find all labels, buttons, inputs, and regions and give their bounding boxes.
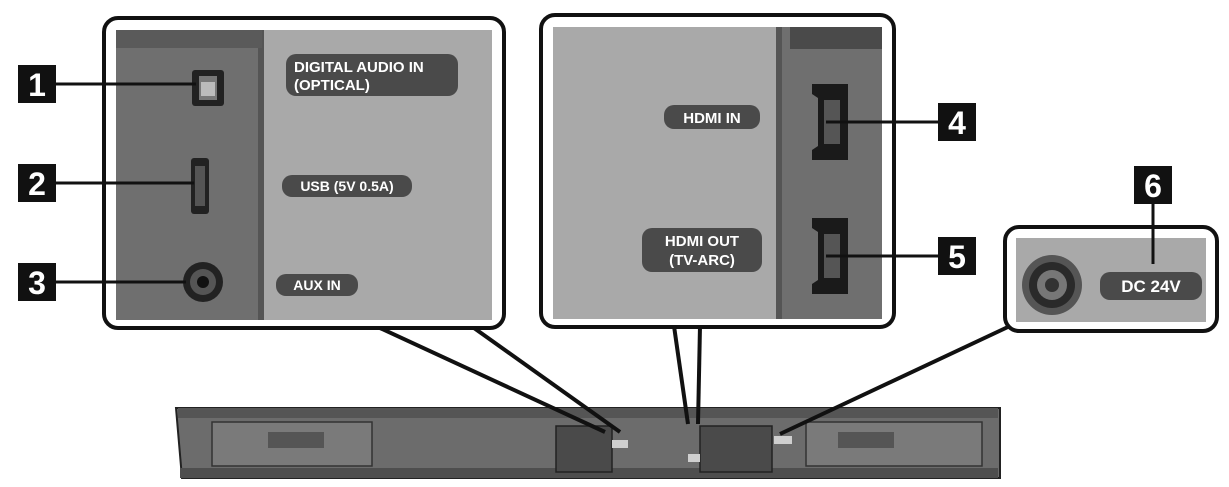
callout-number-6: 6 (1134, 166, 1172, 204)
callout-number-1: 1 (18, 65, 56, 103)
usb-port-icon (191, 158, 209, 214)
callout-number-5: 5 (938, 237, 976, 275)
svg-text:DIGITAL AUDIO IN: DIGITAL AUDIO IN (294, 59, 424, 76)
label-usb: USB (5V 0.5A) (282, 175, 412, 197)
svg-text:(OPTICAL): (OPTICAL) (294, 77, 370, 94)
svg-text:4: 4 (948, 105, 966, 141)
svg-text:USB (5V 0.5A): USB (5V 0.5A) (300, 178, 393, 194)
soundbar-connector-bay-right (699, 425, 773, 473)
svg-text:5: 5 (948, 239, 966, 275)
dc-jack-icon (1022, 255, 1082, 315)
svg-text:(TV-ARC): (TV-ARC) (669, 252, 735, 269)
callout-leader-lines (56, 82, 1155, 284)
svg-text:6: 6 (1144, 168, 1162, 204)
aux-port-icon (183, 262, 223, 302)
svg-text:HDMI OUT: HDMI OUT (665, 233, 739, 250)
svg-text:2: 2 (28, 166, 46, 202)
callout-number-3: 3 (18, 263, 56, 301)
label-hdmi-in: HDMI IN (664, 105, 760, 129)
callout-number-2: 2 (18, 164, 56, 202)
soundbar-connector-bay-left (555, 425, 613, 473)
label-hdmi-out: HDMI OUT (TV-ARC) (642, 228, 762, 272)
panel-hdmi (539, 13, 896, 329)
label-digital-audio-in: DIGITAL AUDIO IN (OPTICAL) (286, 54, 458, 96)
svg-text:3: 3 (28, 265, 46, 301)
label-aux-in: AUX IN (276, 274, 358, 296)
soundbar-body (174, 407, 1001, 479)
panel-pointer-lines (379, 324, 1011, 436)
svg-text:HDMI IN: HDMI IN (683, 110, 741, 127)
optical-port-icon (192, 70, 224, 106)
svg-text:AUX IN: AUX IN (293, 277, 340, 293)
svg-text:1: 1 (28, 67, 46, 103)
label-dc-24v: DC 24V (1100, 272, 1202, 300)
callout-number-4: 4 (938, 103, 976, 141)
svg-text:DC 24V: DC 24V (1121, 277, 1181, 296)
